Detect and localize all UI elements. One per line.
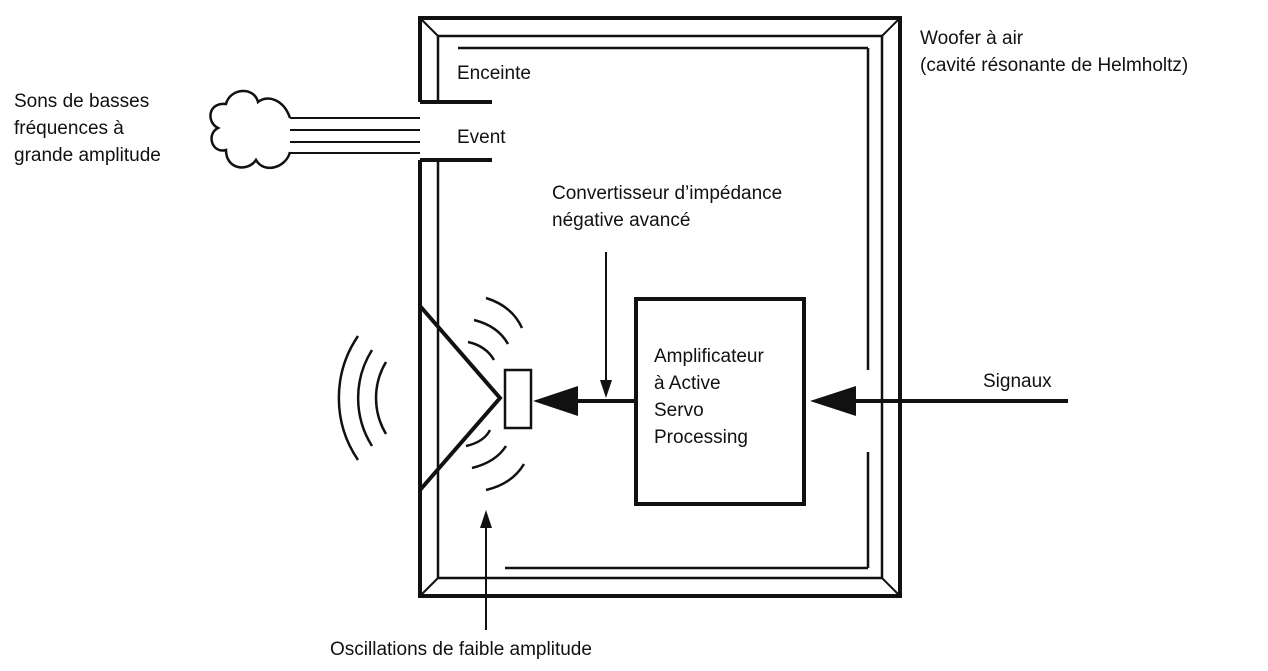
airflow-lines	[290, 117, 420, 154]
converter-line-2: négative avancé	[552, 210, 691, 231]
signals-label: Signaux	[983, 368, 1052, 395]
enclosure-label: Enceinte	[457, 60, 531, 87]
vent-tube	[420, 100, 492, 162]
oscillations-label-text: Oscillations de faible amplitude	[330, 639, 592, 660]
signals-label-text: Signaux	[983, 371, 1052, 392]
amplifier-to-driver-arrow	[533, 386, 636, 416]
converter-pointer-arrow	[600, 252, 612, 398]
vent-label-text: Event	[457, 127, 506, 148]
enclosure-outer-wall	[418, 16, 902, 598]
bass-sound-cloud-icon	[209, 89, 292, 170]
converter-line-1: Convertisseur d’impédance	[552, 183, 783, 204]
amplifier-line-4: Processing	[654, 427, 748, 448]
vent-label: Event	[457, 124, 506, 151]
bass-sounds-line-2: fréquences à	[14, 118, 124, 139]
oscillations-label: Oscillations de faible amplitude	[330, 636, 592, 663]
inner-sound-waves-lower	[465, 429, 526, 492]
bass-sounds-line-3: grande amplitude	[14, 145, 161, 166]
amplifier-label: Amplificateur à Active Servo Processing	[654, 343, 764, 451]
amplifier-line-1: Amplificateur	[654, 346, 764, 367]
converter-label: Convertisseur d’impédance négative avanc…	[552, 180, 782, 234]
enclosure-label-text: Enceinte	[457, 63, 531, 84]
woofer-label-line-2: (cavité résonante de Helmholtz)	[920, 55, 1189, 76]
oscillation-pointer-arrow	[480, 510, 492, 630]
signal-input-arrow	[810, 386, 1068, 416]
bass-sounds-label: Sons de basses fréquences à grande ampli…	[14, 88, 161, 169]
outer-sound-waves	[337, 335, 388, 461]
inner-sound-waves-upper	[467, 296, 524, 361]
cavity-inner-lines	[458, 46, 870, 570]
enclosure-inner-wall	[419, 17, 901, 597]
woofer-label: Woofer à air (cavité résonante de Helmho…	[920, 25, 1188, 79]
amplifier-line-3: Servo	[654, 400, 704, 421]
bass-sounds-line-1: Sons de basses	[14, 91, 150, 112]
speaker-cone-icon	[418, 304, 533, 492]
amplifier-line-2: à Active	[654, 373, 721, 394]
woofer-label-line-1: Woofer à air	[920, 28, 1024, 49]
